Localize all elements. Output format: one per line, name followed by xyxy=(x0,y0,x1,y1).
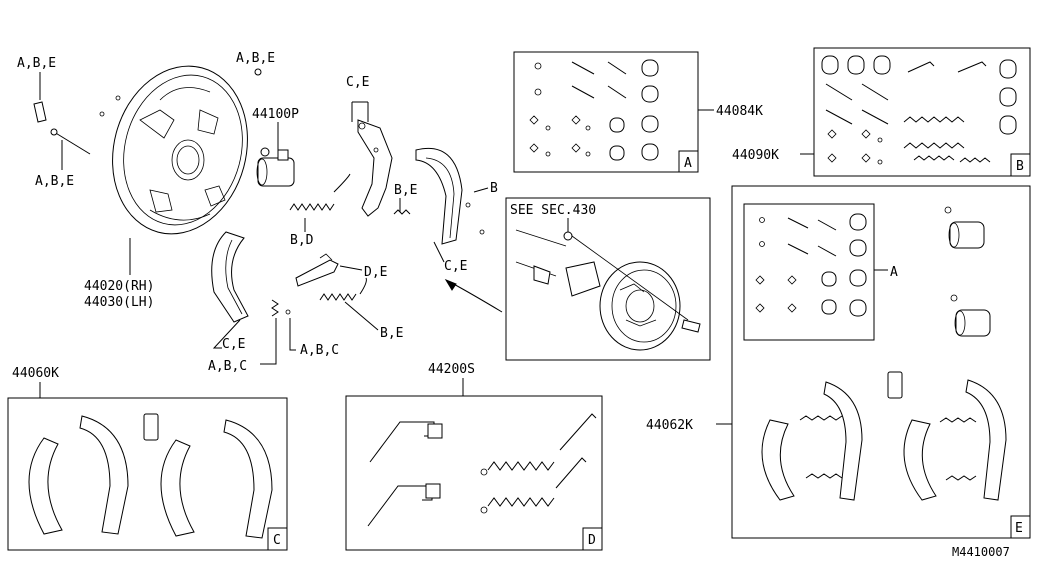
kit-e-cylinders xyxy=(887,206,991,399)
label-ce-low: C,E xyxy=(222,337,245,352)
hold-down-parts xyxy=(271,299,291,317)
strut xyxy=(295,253,339,287)
shoe-upper-right xyxy=(415,147,463,245)
label-abe-top-mid: A,B,E xyxy=(236,51,275,66)
kit-c-shoes xyxy=(28,413,273,539)
wheel-cylinder xyxy=(256,149,295,187)
label-abc-2: A,B,C xyxy=(300,343,339,358)
box-letter-a: A xyxy=(684,156,692,171)
spring-bd xyxy=(289,173,351,211)
label-abc-1: A,B,C xyxy=(208,359,247,374)
label-b-right: B xyxy=(490,181,498,196)
label-44084k: 44084K xyxy=(716,104,763,119)
label-44100p: 44100P xyxy=(252,107,299,122)
kit-e-shoes xyxy=(761,379,1007,501)
label-44062k: 44062K xyxy=(646,418,693,433)
label-abe-left-low: A,B,E xyxy=(35,174,74,189)
label-44030: 44030(LH) xyxy=(84,295,154,310)
label-a-inner: A xyxy=(890,265,898,280)
label-44090k: 44090K xyxy=(732,148,779,163)
label-44060k: 44060K xyxy=(12,366,59,381)
kit-e-inner-parts xyxy=(755,213,867,317)
label-44020: 44020(RH) xyxy=(84,279,154,294)
drum-assembly xyxy=(515,229,701,351)
label-see-sec: SEE SEC.430 xyxy=(510,203,596,218)
kit-e-inner-a xyxy=(743,203,875,341)
box-letter-c: C xyxy=(273,533,281,548)
label-abe-top-left: A,B,E xyxy=(17,56,56,71)
label-44200s: 44200S xyxy=(428,362,475,377)
backing-plate xyxy=(112,65,248,235)
label-ce-top: C,E xyxy=(346,75,369,90)
shoe-left xyxy=(211,231,249,323)
label-be-mid: B,E xyxy=(394,183,417,198)
spring-be-low xyxy=(319,277,367,301)
box-letter-d: D xyxy=(588,533,596,548)
kit-box-a xyxy=(513,51,699,173)
kit-box-d xyxy=(345,395,603,551)
plate-hardware xyxy=(33,68,270,157)
adjuster-lever xyxy=(357,119,393,217)
kit-d-parts xyxy=(367,413,597,527)
kit-a-parts xyxy=(529,59,659,161)
kit-b-parts xyxy=(821,55,1017,165)
label-be-low: B,E xyxy=(380,326,403,341)
assembly-box xyxy=(505,197,711,361)
box-letter-b: B xyxy=(1016,159,1024,174)
label-de: D,E xyxy=(364,265,387,280)
kit-box-e xyxy=(731,185,1031,539)
label-ce-mid: C,E xyxy=(444,259,467,274)
diagram-code: M4410007 xyxy=(952,545,1010,559)
kit-box-b xyxy=(813,47,1031,177)
box-letter-e: E xyxy=(1015,521,1023,536)
label-bd: B,D xyxy=(290,233,314,248)
kit-box-c xyxy=(7,397,288,551)
